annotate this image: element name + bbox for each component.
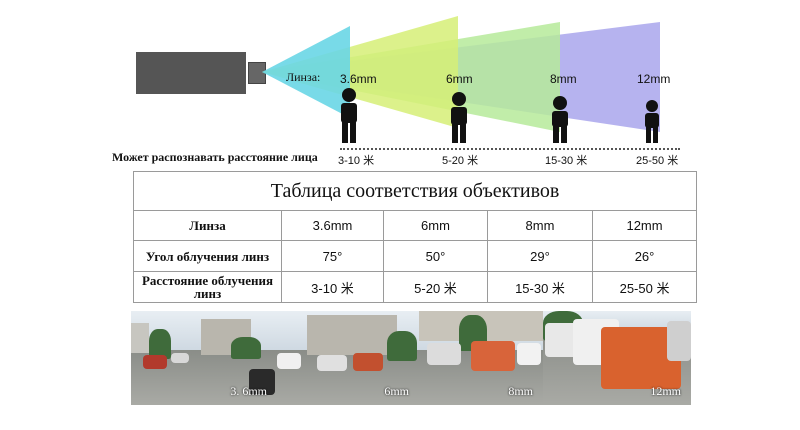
person-icon [451, 92, 467, 143]
table-cell: 12mm [591, 210, 698, 241]
table-cell: 3.6mm [281, 210, 384, 241]
focal-label: 12mm [637, 72, 671, 86]
table-cell: 5-20 米 [383, 271, 488, 303]
table-cell: 50° [383, 240, 488, 272]
person-icon [552, 96, 568, 143]
range-label: 25-50 米 [636, 155, 679, 167]
photo-label: 6mm [384, 384, 409, 398]
distance-caption: Может распознавать расстояние лица [112, 150, 318, 164]
table-cell: 75° [281, 240, 384, 272]
range-label: 5-20 米 [442, 155, 479, 167]
lens-table: Таблица соответствия объективов Линза 3.… [132, 171, 698, 303]
focal-label: 6mm [446, 72, 473, 86]
range-label: 3-10 米 [338, 155, 375, 167]
lens-diagram: Линза: 3.6mm 6mm 8mm 12mm Может распозна… [0, 0, 800, 170]
table-row: Линза 3.6mm 6mm 8mm 12mm [133, 210, 698, 241]
table-row: Расстояние облучения линз 3-10 米 5-20 米 … [133, 271, 698, 303]
table-cell: 3-10 米 [281, 271, 384, 303]
range-label: 15-30 米 [545, 155, 588, 167]
focal-label: 3.6mm [340, 72, 377, 86]
focal-label: 8mm [550, 72, 577, 86]
table-row: Угол облучения линз 75° 50° 29° 26° [133, 240, 698, 272]
table-cell: 6mm [383, 210, 488, 241]
photo-6mm: 6mm [277, 311, 419, 405]
table-title: Таблица соответствия объективов [132, 171, 698, 211]
row-label: Угол облучения линз [133, 240, 282, 272]
photo-label: 3. 6mm [230, 384, 267, 398]
person-icon [645, 100, 659, 143]
beam-3.6mm [262, 26, 350, 118]
lens-label: Линза: [286, 70, 321, 84]
distance-line [340, 148, 680, 150]
photo-12mm: 12mm [543, 311, 691, 405]
table-cell: 8mm [487, 210, 593, 241]
photo-strip: 3. 6mm 6mm 8mm 12mm [131, 311, 691, 405]
row-label: Линза [133, 210, 282, 241]
person-icon [341, 88, 357, 143]
photo-label: 12mm [650, 384, 681, 398]
table-cell: 29° [487, 240, 593, 272]
table-cell: 26° [591, 240, 698, 272]
beam-graphic [262, 16, 660, 143]
beam-6mm [262, 16, 458, 128]
row-label: Расстояние облучения линз [133, 271, 282, 303]
camera-body [136, 52, 246, 94]
table-cell: 25-50 米 [591, 271, 698, 303]
table-cell: 15-30 米 [487, 271, 593, 303]
photo-8mm: 8mm [419, 311, 543, 405]
photo-3.6mm: 3. 6mm [131, 311, 277, 405]
photo-label: 8mm [508, 384, 533, 398]
